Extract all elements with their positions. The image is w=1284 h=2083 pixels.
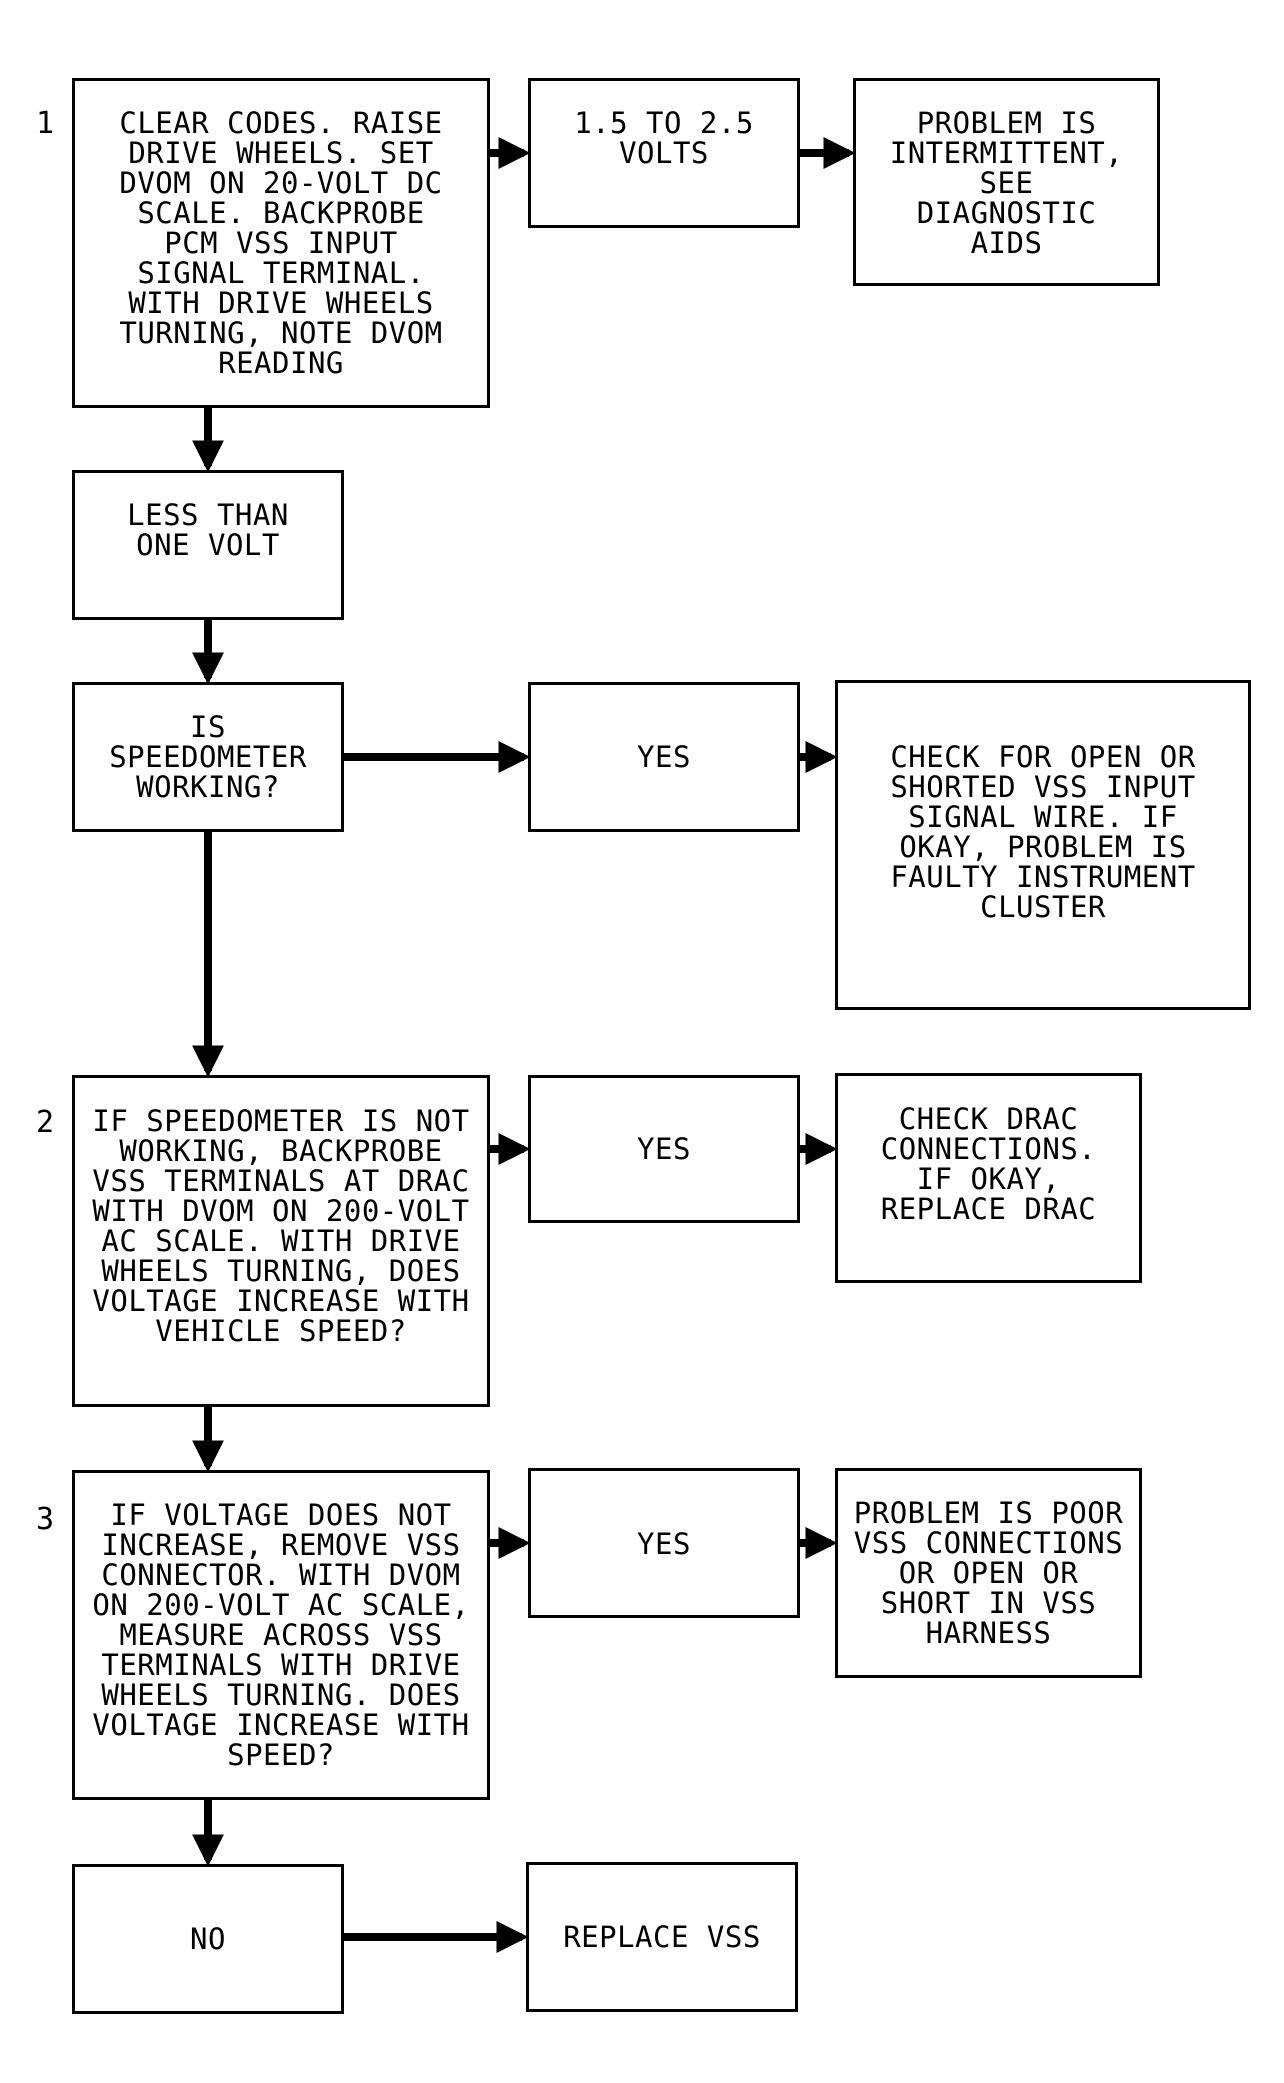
poor-connections-text: PROBLEM IS POOR VSS CONNECTIONS OR OPEN … xyxy=(853,1496,1124,1650)
less-than-one-volt-text: LESS THAN ONE VOLT xyxy=(127,498,289,562)
step1-text: CLEAR CODES. RAISE DRIVE WHEELS. SET DVO… xyxy=(119,106,443,380)
step1-box xyxy=(72,78,490,408)
yes-text-1: YES xyxy=(637,740,691,774)
replace-vss-text: REPLACE VSS xyxy=(563,1920,761,1954)
step3-text: IF VOLTAGE DOES NOT INCREASE, REMOVE VSS… xyxy=(92,1498,470,1772)
step-number-1: 1 xyxy=(36,106,55,141)
check-drac-text: CHECK DRAC CONNECTIONS. IF OKAY, REPLACE… xyxy=(880,1102,1097,1226)
intermittent-box xyxy=(853,78,1160,286)
yes-box-2 xyxy=(528,1075,800,1223)
volts-range-box xyxy=(528,78,800,228)
check-open-box xyxy=(835,680,1251,1010)
intermittent-text: PROBLEM IS INTERMITTENT, SEE DIAGNOSTIC … xyxy=(889,106,1124,260)
replace-vss-box xyxy=(526,1862,798,2012)
yes-text-2: YES xyxy=(637,1132,691,1166)
speedometer-question-text: IS SPEEDOMETER WORKING? xyxy=(109,710,307,804)
check-open-text: CHECK FOR OPEN OR SHORTED VSS INPUT SIGN… xyxy=(890,740,1196,924)
step-number-3: 3 xyxy=(36,1502,55,1537)
step-number-2: 2 xyxy=(36,1105,55,1140)
no-text: NO xyxy=(190,1922,226,1956)
step3-box xyxy=(72,1470,490,1800)
yes-box-1 xyxy=(528,682,800,832)
check-drac-box xyxy=(835,1073,1142,1283)
poor-connections-box xyxy=(835,1468,1142,1678)
volts-range-text: 1.5 TO 2.5 VOLTS xyxy=(574,106,754,170)
yes-text-3: YES xyxy=(637,1527,691,1561)
step2-text: IF SPEEDOMETER IS NOT WORKING, BACKPROBE… xyxy=(92,1104,470,1348)
speedometer-question-box xyxy=(72,682,344,832)
step2-box xyxy=(72,1075,490,1407)
